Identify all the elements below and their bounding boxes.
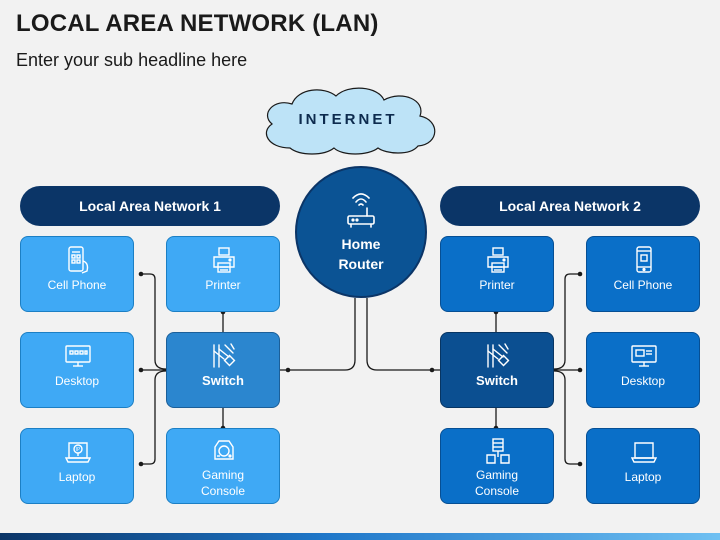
cell-phone-icon: [636, 246, 652, 273]
lan2-switch-label: Switch: [476, 373, 518, 388]
page-title: LOCAL AREA NETWORK (LAN): [16, 10, 379, 37]
lan1-cell-phone-node: Cell Phone: [20, 236, 134, 312]
internet-label: INTERNET: [298, 110, 398, 128]
switch-icon: [487, 343, 510, 368]
lan2-gaming-line2: Console: [474, 484, 520, 498]
lan1-gaming-console-label: Gaming Console: [167, 467, 279, 499]
lan2-desktop-label: Desktop: [620, 374, 666, 388]
desktop-icon: [65, 345, 91, 367]
lan1-switch-node: Switch: [166, 332, 280, 408]
lan1-banner: Local Area Network 1: [20, 186, 280, 226]
connector-switch1-router: [280, 298, 356, 371]
lan2-printer-node: Printer: [440, 236, 554, 312]
lan1-laptop-node: IP Laptop: [20, 428, 134, 504]
router-label-line1: Home: [341, 236, 381, 252]
desktop-icon: [631, 345, 657, 367]
connector-laptop-2: [553, 370, 580, 465]
lan1-switch-label: Switch: [202, 373, 244, 388]
lan1-desktop-label: Desktop: [54, 374, 100, 388]
lan2-banner: Local Area Network 2: [440, 186, 700, 226]
router-label: Home Router: [297, 234, 425, 274]
cell-phone-icon: [68, 246, 89, 274]
svg-text:IP: IP: [76, 447, 81, 453]
connector-cell-phone-1: [141, 273, 167, 370]
lan2-gaming-console-label: Gaming Console: [441, 467, 553, 499]
lan1-desktop-node: Desktop: [20, 332, 134, 408]
lan2-laptop-label: Laptop: [624, 470, 662, 484]
lan2-cell-phone-node: Cell Phone: [586, 236, 700, 312]
switch-icon: [213, 343, 236, 368]
lan2-switch-node: Switch: [440, 332, 554, 408]
gaming-console-icon: [486, 438, 510, 464]
laptop-icon: [631, 442, 657, 463]
lan2-gaming-line1: Gaming: [475, 468, 519, 482]
lan1-cell-phone-label: Cell Phone: [47, 278, 107, 292]
bottom-accent-bar: [0, 533, 720, 540]
lan1-gaming-line1: Gaming: [201, 468, 245, 482]
home-router-node: Home Router: [295, 166, 427, 298]
internet-cloud: INTERNET: [250, 82, 446, 156]
printer-icon: [487, 247, 509, 273]
lan1-laptop-label: Laptop: [58, 470, 96, 484]
page-subtitle: Enter your sub headline here: [16, 50, 248, 70]
lan1-printer-node: Printer: [166, 236, 280, 312]
connector-laptop-1: [141, 370, 167, 465]
gaming-console-icon: [214, 440, 234, 460]
lan2-laptop-node: Laptop: [586, 428, 700, 504]
lan2-printer-label: Printer: [479, 278, 515, 292]
connector-router-switch2: [366, 298, 440, 371]
lan2-gaming-console-node: Gaming Console: [440, 428, 554, 504]
printer-icon: [213, 247, 235, 273]
router-label-line2: Router: [338, 256, 384, 272]
cloud-icon: [266, 87, 436, 155]
lan2-desktop-node: Desktop: [586, 332, 700, 408]
laptop-icon: IP: [65, 442, 91, 463]
lan2-cell-phone-label: Cell Phone: [613, 278, 673, 292]
lan1-gaming-line2: Console: [200, 484, 246, 498]
connector-cell-phone-2: [553, 273, 580, 370]
lan1-printer-label: Printer: [205, 278, 241, 292]
router-icon: [347, 193, 375, 228]
lan1-gaming-console-node: Gaming Console: [166, 428, 280, 504]
